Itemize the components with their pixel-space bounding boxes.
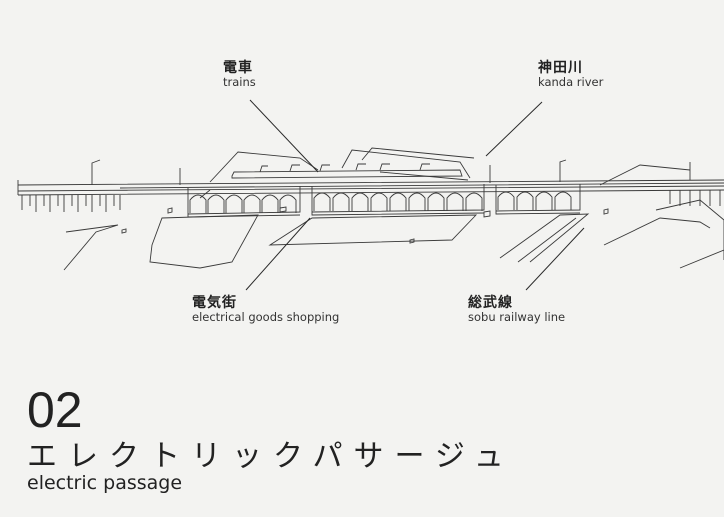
label-sobu-line-jp: 総武線: [468, 295, 513, 311]
arches: [189, 194, 297, 213]
ground-plan: [679, 249, 724, 269]
viaduct-deck: [17, 179, 724, 196]
arcade-block: [495, 184, 581, 215]
arches: [497, 191, 572, 210]
label-electrical-goods: 電気街 electrical goods shopping: [192, 295, 339, 324]
ground-plan: [603, 217, 711, 246]
leader-kanda: [485, 101, 543, 157]
label-kanda-river-jp: 神田川: [538, 60, 583, 76]
ground-plan: [199, 189, 211, 199]
viaduct-pillars: [669, 190, 721, 206]
arches: [313, 192, 483, 211]
ground-shape: [341, 149, 471, 179]
leader-sobu: [525, 227, 585, 291]
train-details: [259, 163, 430, 173]
ground-shape: [361, 147, 475, 161]
ground-plan: [517, 217, 577, 263]
label-trains-jp: 電車: [223, 60, 253, 76]
label-trains-en: trains: [223, 75, 256, 90]
ground-shape: [599, 164, 691, 186]
ground-plan: [149, 214, 259, 269]
label-electrical-goods-en: electrical goods shopping: [192, 310, 340, 325]
label-trains: 電車 trains: [223, 60, 256, 89]
train: [231, 169, 463, 179]
post: [91, 159, 101, 185]
leader-trains: [249, 99, 319, 173]
title-english: electric passage: [27, 472, 183, 494]
post: [559, 159, 567, 182]
label-kanda-river-en: kanda river: [538, 75, 604, 90]
title-block: 02 エレクトリックパサージュ electric passage: [27, 385, 515, 494]
ground-plan: [268, 214, 478, 246]
ground-plan: [499, 213, 590, 263]
marker: [121, 206, 609, 244]
ground-plan: [63, 224, 119, 271]
viaduct-pillars: [21, 195, 121, 212]
leader-denki: [245, 217, 311, 291]
label-sobu-line: 総武線 sobu railway line: [468, 295, 565, 324]
title-japanese: エレクトリックパサージュ: [27, 439, 515, 474]
label-electrical-goods-jp: 電気街: [192, 295, 237, 311]
arcade-block: [311, 184, 485, 216]
label-sobu-line-en: sobu railway line: [468, 310, 566, 325]
section-number: 02: [27, 382, 83, 438]
label-kanda-river: 神田川 kanda river: [538, 60, 603, 89]
ground-plan: [655, 199, 724, 260]
ground-shape: [209, 151, 319, 183]
